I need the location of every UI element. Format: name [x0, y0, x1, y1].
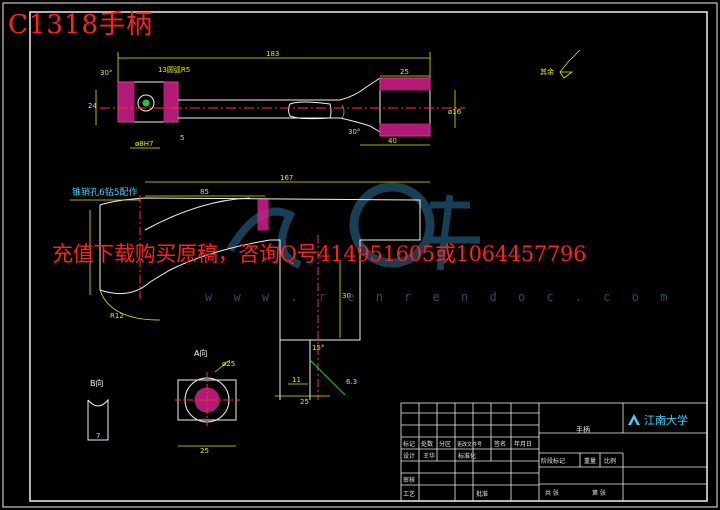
tb-r1-c2: 处数 — [421, 440, 433, 448]
tb-part-name: 手柄 — [576, 425, 590, 434]
front-view-dimensions — [70, 181, 430, 397]
a-view-text: A向 ø25 25 — [194, 348, 235, 455]
a-view — [175, 372, 240, 428]
a-view-dimensions — [178, 359, 236, 447]
dim-total: 167 — [280, 174, 293, 182]
title-block — [400, 402, 708, 502]
tb-total-sheets: 共 张 — [545, 489, 559, 497]
title-block-text: 标记 处数 分区 更改文件号 签名 年月日 设计 王华 标准化 审核 工艺 批准… — [403, 425, 616, 498]
roughness-value: 6.3 — [346, 378, 357, 386]
dim-right-width: 25 — [400, 68, 409, 76]
dim-bottom: 25 — [300, 398, 309, 406]
dim-mid: 85 — [200, 188, 209, 196]
tb-sheet-no: 第 张 — [592, 489, 606, 497]
tb-r1-c1: 标记 — [403, 440, 415, 448]
tb-design-label: 设计 — [403, 452, 415, 460]
tb-weight: 重量 — [584, 457, 596, 465]
tb-r1-c5: 签名 — [494, 440, 506, 448]
dim-angle-right: 30° — [348, 128, 360, 136]
dim-left-base: ø8H7 — [135, 140, 153, 148]
a-view-width: 25 — [200, 447, 209, 455]
tb-r1-c4: 更改文件号 — [457, 441, 482, 448]
dim-bottom-small: 11 — [292, 376, 301, 384]
tb-process: 工艺 — [403, 490, 415, 498]
dim-hole-note: 13圆弧R5 — [158, 65, 190, 74]
a-view-label: A向 — [194, 348, 207, 358]
watermark-url: w w w . r e n r e n d o c . c o m — [205, 290, 675, 304]
dim-angle: 15° — [312, 344, 324, 352]
front-view — [99, 195, 421, 400]
top-view-dimensions — [95, 49, 581, 149]
tb-stage: 阶段标记 — [541, 457, 565, 465]
tb-approve: 批准 — [476, 490, 488, 498]
surface-note: 其余 — [540, 67, 554, 76]
watermark-logo — [226, 182, 480, 271]
school-logo: 江南大学 — [628, 413, 688, 427]
front-view-dim-text: 锥销孔6钻5配作 167 85 30 11 25 R12 15° 6.3 — [72, 174, 357, 406]
tb-review: 审核 — [403, 476, 415, 484]
dim-overall: 183 — [266, 50, 279, 58]
tb-designer: 王华 — [423, 452, 435, 460]
a-view-hole: ø25 — [222, 360, 235, 368]
dim-top-angle: 30° — [100, 69, 112, 77]
top-view — [100, 77, 465, 137]
school-name: 江南大学 — [644, 413, 688, 427]
b-view — [87, 398, 109, 441]
b-view-label: B向 — [90, 378, 104, 388]
tb-r1-c6: 年月日 — [514, 440, 532, 448]
inner-border — [29, 11, 708, 502]
top-view-dim-text: 183 30° 24 13圆弧R5 25 ø16 40 30° ø8H7 5 其… — [88, 50, 554, 148]
dim-left-height: 24 — [88, 102, 97, 110]
ad-banner: 充值下载购买原稿，咨询Q号414951605或1064457796 — [52, 242, 587, 266]
pin-hole-note: 锥销孔6钻5配作 — [72, 186, 137, 198]
tb-standard: 标准化 — [458, 452, 476, 460]
b-view-width: 7 — [96, 432, 100, 440]
dim-radius: R12 — [110, 312, 124, 320]
dim-small: 5 — [180, 134, 184, 142]
tb-r1-c3: 分区 — [439, 440, 451, 448]
dim-vertical: 30 — [342, 292, 351, 300]
b-view-text: B向 7 — [90, 378, 104, 440]
dim-right-height: ø16 — [448, 108, 462, 116]
drawing-title: C1318手柄 — [8, 10, 154, 40]
dim-right-base: 40 — [388, 137, 397, 145]
tb-scale: 比例 — [604, 457, 616, 465]
